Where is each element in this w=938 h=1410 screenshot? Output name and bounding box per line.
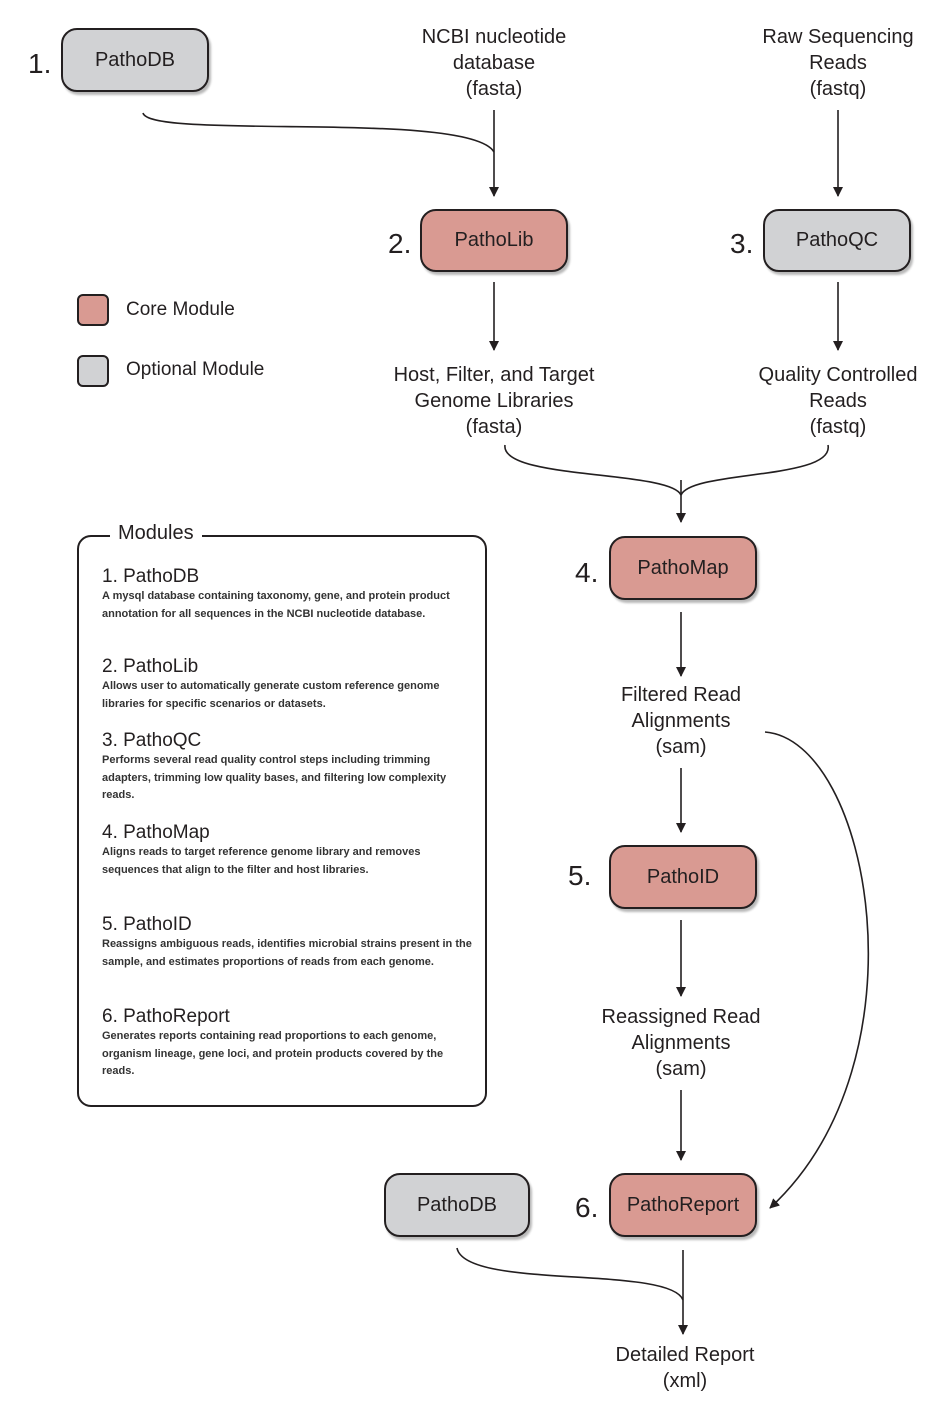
module-item-pathoreport: 6. PathoReport Generates reports contain… xyxy=(102,1006,472,1081)
legend-core-label: Core Module xyxy=(126,299,235,320)
module-item-pathoid: 5. PathoID Reassigns ambiguous reads, id… xyxy=(102,914,472,971)
libraries-line-2: Genome Libraries xyxy=(414,390,574,412)
module-item-pathodb: 1. PathoDB A mysql database containing t… xyxy=(102,566,472,623)
module-description: A mysql database containing taxonomy, ge… xyxy=(102,590,450,620)
pathoqc-box: PathoQC xyxy=(763,209,911,272)
pathoreport-box: PathoReport xyxy=(609,1173,757,1237)
ncbi-line-1: NCBI nucleotide xyxy=(421,26,567,48)
module-name: 6. PathoReport xyxy=(102,1006,230,1027)
libraries-line-1: Host, Filter, and Target xyxy=(393,364,595,386)
qc-reads-label: Quality Controlled Reads (fastq) xyxy=(759,362,918,440)
reassigned-line-3: (sam) xyxy=(655,1058,707,1080)
filtered-to-pathoreport-curved-arrow xyxy=(764,731,869,1209)
qc-reads-merge-connector xyxy=(680,444,829,496)
pathomap-box: PathoMap xyxy=(609,536,757,600)
step-number-1: 1. xyxy=(28,48,52,79)
patholib-box: PathoLib xyxy=(420,209,568,272)
legend-optional-label: Optional Module xyxy=(126,359,265,380)
step-number-4: 4. xyxy=(575,557,599,588)
module-name: 2. PathoLib xyxy=(102,656,199,677)
qc-reads-line-2: Reads xyxy=(809,390,867,412)
module-description: Aligns reads to target reference genome … xyxy=(102,846,421,876)
legend-core-swatch xyxy=(77,294,109,326)
module-item-pathoqc: 3. PathoQC Performs several read quality… xyxy=(102,730,472,805)
modules-panel xyxy=(77,535,487,1107)
ncbi-line-2: database xyxy=(452,52,536,74)
pathodb-top-box: PathoDB xyxy=(61,28,209,92)
step-number-5: 5. xyxy=(568,860,592,891)
libraries-line-3: (fasta) xyxy=(465,416,523,438)
module-description: Reassigns ambiguous reads, identifies mi… xyxy=(102,938,472,968)
report-line-1: Detailed Report xyxy=(615,1344,755,1366)
filtered-line-2: Alignments xyxy=(631,710,731,732)
pathoid-box: PathoID xyxy=(609,845,757,909)
modules-panel-title: Modules xyxy=(110,522,202,545)
libraries-merge-connector xyxy=(504,444,682,496)
raw-reads-label: Raw Sequencing Reads (fastq) xyxy=(762,24,913,102)
module-name: 4. PathoMap xyxy=(102,822,210,843)
pathodb-bottom-box: PathoDB xyxy=(384,1173,530,1237)
module-item-patholib: 2. PathoLib Allows user to automatically… xyxy=(102,656,472,713)
module-name: 1. PathoDB xyxy=(102,566,200,587)
step-number-6: 6. xyxy=(575,1192,599,1223)
module-description: Generates reports containing read propor… xyxy=(102,1030,444,1077)
report-line-2: (xml) xyxy=(662,1370,708,1392)
ncbi-line-3: (fasta) xyxy=(465,78,523,100)
step-number-2: 2. xyxy=(388,228,412,259)
module-description: Allows user to automatically generate cu… xyxy=(102,680,440,710)
module-name: 5. PathoID xyxy=(102,914,192,935)
step-number-3: 3. xyxy=(730,228,754,259)
pathodb-bottom-connector xyxy=(456,1247,684,1301)
ncbi-database-label: NCBI nucleotide database (fasta) xyxy=(422,24,567,102)
reassigned-alignments-label: Reassigned Read Alignments (sam) xyxy=(602,1004,761,1082)
filtered-line-3: (sam) xyxy=(655,736,707,758)
raw-reads-line-2: Reads xyxy=(809,52,867,74)
pathodb-to-patholib-connector xyxy=(142,112,495,153)
detailed-report-label: Detailed Report (xml) xyxy=(616,1342,755,1394)
legend-optional-swatch xyxy=(77,355,109,387)
reassigned-line-2: Alignments xyxy=(631,1032,731,1054)
module-name: 3. PathoQC xyxy=(102,730,202,751)
module-item-pathomap: 4. PathoMap Aligns reads to target refer… xyxy=(102,822,472,879)
raw-reads-line-3: (fastq) xyxy=(809,78,867,100)
raw-reads-line-1: Raw Sequencing xyxy=(762,26,914,48)
reassigned-line-1: Reassigned Read xyxy=(601,1006,761,1028)
filtered-line-1: Filtered Read xyxy=(620,684,742,706)
filtered-alignments-label: Filtered Read Alignments (sam) xyxy=(621,682,741,760)
module-description: Performs several read quality control st… xyxy=(102,754,447,801)
genome-libraries-label: Host, Filter, and Target Genome Librarie… xyxy=(394,362,595,440)
qc-reads-line-1: Quality Controlled xyxy=(758,364,918,386)
qc-reads-line-3: (fastq) xyxy=(809,416,867,438)
